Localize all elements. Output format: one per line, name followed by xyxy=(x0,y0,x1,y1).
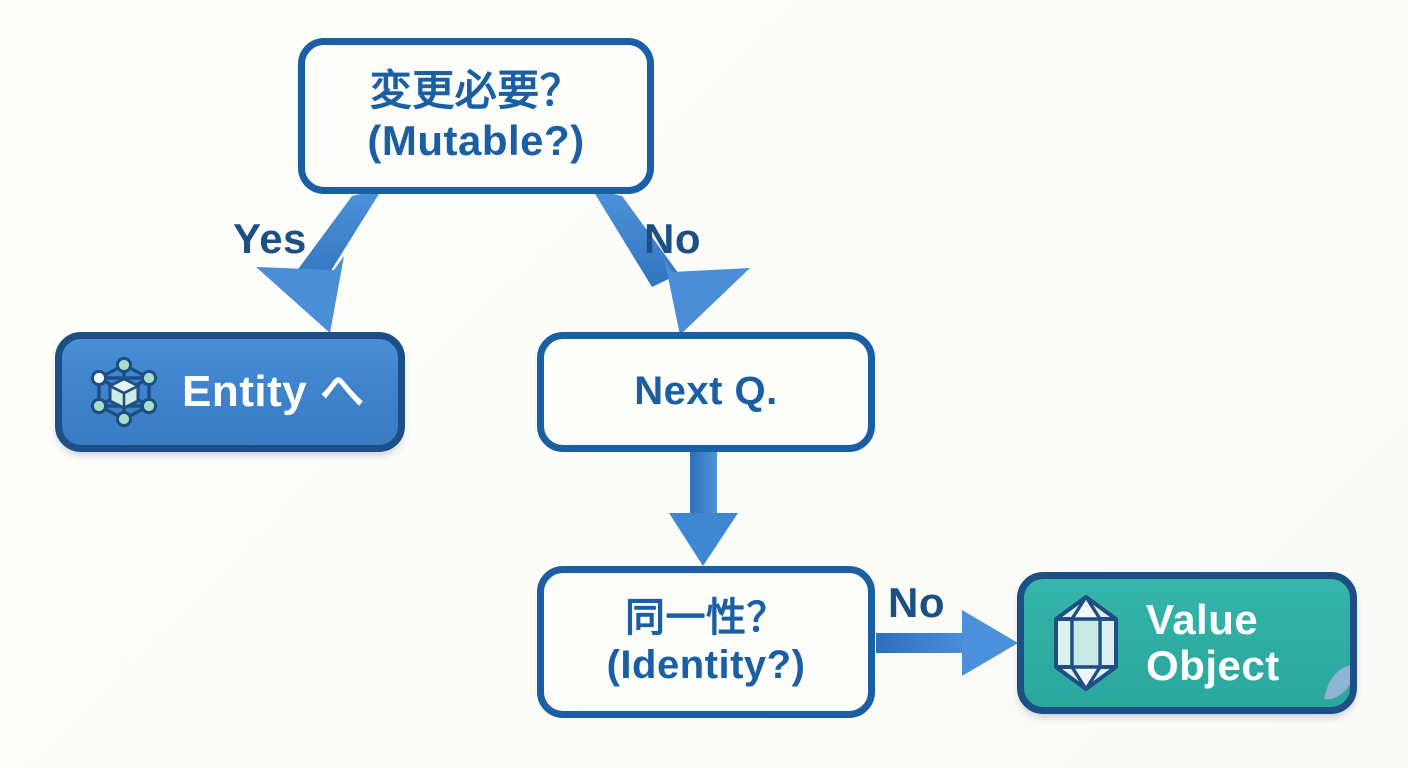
node-identity-decision[interactable]: 同一性？ (Identity?) xyxy=(537,566,875,718)
node-identity-label: 同一性？ (Identity?) xyxy=(607,595,806,689)
arrow-nextq-to-identity xyxy=(669,452,738,566)
edge-label-yes: Yes xyxy=(233,215,307,262)
node-identity-jp: 同一性？ xyxy=(625,595,787,640)
arrow-identity-to-value xyxy=(876,610,1018,676)
node-value-object-line2: Object xyxy=(1146,642,1280,689)
edge-label-no-identity: No xyxy=(888,579,945,626)
cube-glyph xyxy=(107,377,141,410)
node-identity-en: (Identity?) xyxy=(606,643,806,687)
node-mutable-jp: 変更必要？ xyxy=(369,67,583,115)
arrow-mutable-to-nextq xyxy=(592,189,750,335)
node-next-question-label: Next Q. xyxy=(634,369,778,414)
node-entity-terminal[interactable]: Entity へ xyxy=(55,332,405,452)
page-curl-decoration xyxy=(1324,665,1350,700)
node-mutable-en: (Mutable?) xyxy=(367,117,585,164)
node-mutable-label: 変更必要？ (Mutable?) xyxy=(367,66,584,165)
edge-label-no-mutable: No xyxy=(644,215,701,262)
node-value-object-label: Value Object xyxy=(1146,595,1280,689)
arrow-mutable-to-entity xyxy=(256,189,382,333)
node-next-question[interactable]: Next Q. xyxy=(537,332,875,452)
node-value-object-terminal[interactable]: Value Object xyxy=(1017,572,1357,714)
node-mutable-decision[interactable]: 変更必要？ (Mutable?) xyxy=(298,38,654,194)
network-cube-icon xyxy=(90,356,158,428)
node-value-object-line1: Value xyxy=(1146,595,1259,643)
node-entity-label: Entity へ xyxy=(182,367,365,417)
crystal-gem-icon xyxy=(1054,595,1118,691)
